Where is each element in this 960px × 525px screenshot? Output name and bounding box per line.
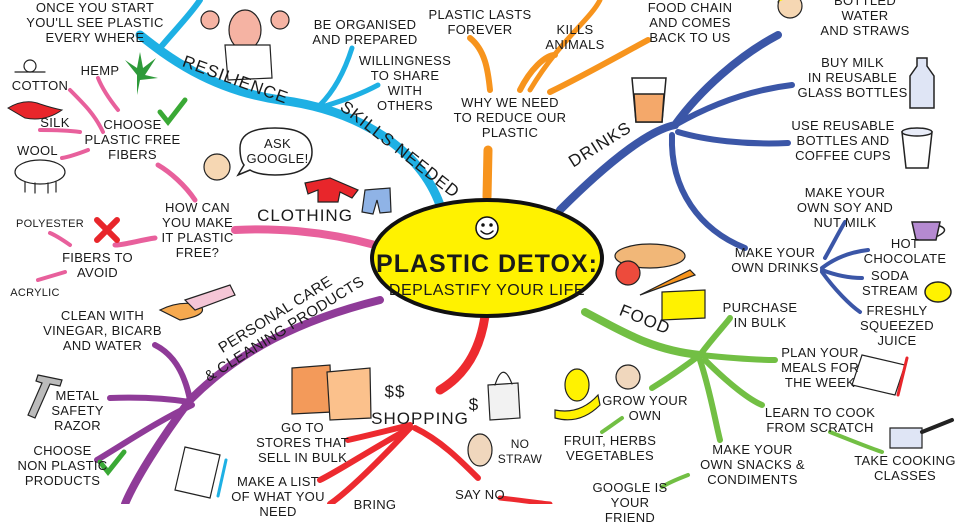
glass-icon (631, 77, 667, 123)
mug-icon (911, 221, 946, 241)
fibers-avoid-label: FIBERS TO AVOID (62, 250, 133, 280)
shopping-branch-label: SHOPPING (371, 409, 469, 428)
center-bubble (370, 198, 604, 318)
how-plastic-free-label: HOW CAN YOU MAKE IT PLASTIC FREE? (161, 200, 234, 260)
center-title: PLASTIC DETOX: (376, 250, 598, 278)
list-icon (174, 446, 228, 499)
food-chain-label: GETS IN THE FOOD CHAIN AND COMES BACK TO… (647, 0, 733, 45)
plastic-free-fibers-label: CHOOSE PLASTIC FREE FIBERS (84, 117, 181, 162)
make-list-label: MAKE A LIST OF WHAT YOU NEED (231, 474, 325, 519)
mind-map-branches (7, 0, 954, 504)
metal-razor-label: METAL SAFETY RAZOR (51, 388, 104, 433)
silk-label: SILK (40, 115, 70, 130)
hemp-label: HEMP (80, 63, 120, 78)
soy-milk-label: MAKE YOUR OWN SOY AND NUT MILK (796, 185, 894, 230)
leaf-icon (125, 52, 158, 95)
bottled-water-label: BOTTLED WATER AND STRAWS (820, 0, 910, 38)
razor-icon (27, 374, 63, 419)
own-snacks-label: MAKE YOUR OWN SNACKS & CONDIMENTS (700, 442, 805, 487)
bring-label: BRING (353, 497, 397, 512)
clothing-branch-label: CLOTHING (257, 206, 353, 225)
acrylic-label: ACRYLIC (10, 287, 60, 299)
wool-label: WOOL (17, 143, 58, 158)
stores-bulk-label: GO TO STORES THAT SELL IN BULK (256, 420, 349, 465)
drinks-branch (556, 31, 847, 260)
why-branch-label: WHY WE NEED TO REDUCE OUR PLASTIC (453, 95, 567, 140)
cleaning-hand-icon (158, 284, 236, 321)
bags-icon (291, 364, 372, 421)
cotton-label: COTTON (11, 78, 69, 93)
bread-icon (614, 243, 706, 321)
kills-animals-label: KILLS ANIMALS (545, 22, 605, 52)
saucepan-icon (889, 418, 954, 449)
sheep-icon (14, 159, 66, 194)
non-plastic-label: CHOOSE NON PLASTIC PRODUCTS (17, 443, 108, 488)
tote-bag-icon (487, 371, 521, 421)
willingness-label: WILLINGNESS TO SHARE WITH OTHERS (358, 53, 452, 113)
why-branch (467, 0, 651, 202)
pear-icon (554, 368, 601, 421)
notepad-icon (851, 354, 909, 397)
own-drinks-label: MAKE YOUR OWN DRINKS (731, 245, 819, 275)
face-icon (467, 433, 493, 467)
silk-icon (7, 101, 64, 120)
clothing-branch (36, 76, 379, 282)
cooking-classes-label: TAKE COOKING CLASSES (854, 453, 956, 483)
personal-branch (94, 296, 384, 504)
cup-icon (901, 127, 933, 169)
own-drinks-subbranch (820, 248, 870, 314)
no-straw-label: NO STRAW (497, 437, 543, 466)
fresh-juice-label: FRESHLY SQUEEZED JUICE (860, 303, 934, 348)
check-icon (157, 97, 188, 127)
purchase-bulk-label: PURCHASE IN BULK (722, 300, 798, 330)
face-icon (203, 153, 231, 181)
soda-stream-label: SODA STREAM (862, 268, 918, 298)
speech-bubble (236, 127, 313, 177)
woman-face-icon (777, 0, 803, 19)
onion-icon (615, 364, 641, 390)
shorts-icon (361, 187, 392, 215)
once-you-start-label: ONCE YOU START YOU'LL SEE PLASTIC EVERY … (26, 0, 164, 45)
learn-cook-label: LEARN TO COOK FROM SCRATCH (764, 405, 876, 435)
food-branch (581, 308, 884, 489)
plastic-lasts-label: PLASTIC LASTS FOREVER (428, 7, 532, 37)
fruit-herbs-label: FRUIT, HERBS VEGETABLES (563, 433, 657, 463)
check-icon (97, 449, 127, 477)
clean-vinegar-label: CLEAN WITH VINEGAR, BICARB AND WATER (43, 308, 162, 353)
hot-chocolate-label: HOT CHOCOLATE (863, 236, 947, 266)
ask-google-label: ASK GOOGLE! (246, 136, 309, 166)
buy-milk-label: BUY MILK IN REUSABLE GLASS BOTTLES (797, 55, 908, 100)
say-no-label: SAY NO (455, 487, 505, 502)
polyester-label: POLYESTER (16, 218, 84, 230)
shopping-branch (317, 311, 553, 504)
google-friend-label: GOOGLE IS YOUR FRIEND (592, 480, 668, 525)
cross-icon (94, 217, 120, 243)
be-organised-label: BE ORGANISED AND PREPARED (312, 17, 418, 47)
reusable-cups-label: USE REUSABLE BOTTLES AND COFFEE CUPS (791, 118, 895, 163)
skills-branch (135, 0, 445, 210)
cotton-icon (14, 59, 46, 73)
dollars-label: $$ (384, 382, 406, 401)
lemon-icon (924, 281, 952, 303)
smiley-icon (475, 216, 499, 240)
grow-own-label: GROW YOUR OWN (602, 393, 688, 423)
muscle-man-icon (200, 9, 290, 81)
dollar-label: $ (468, 395, 480, 414)
shirt-icon (304, 177, 359, 203)
center-subtitle: DEPLASTIFY YOUR LIFE (388, 282, 586, 299)
plan-meals-label: PLAN YOUR MEALS FOR THE WEEK (781, 345, 859, 390)
bottle-icon (909, 57, 935, 109)
